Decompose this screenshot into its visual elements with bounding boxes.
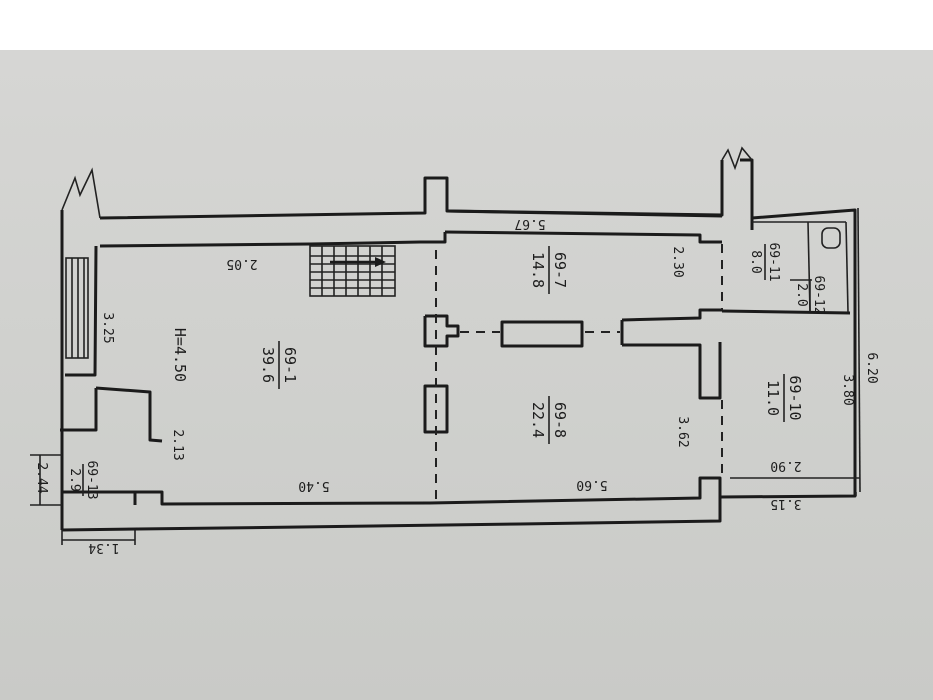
- svg-text:2.13: 2.13: [170, 429, 185, 460]
- room-label-69-1: 69-1 39.6: [259, 341, 299, 389]
- svg-text:3.80: 3.80: [840, 374, 855, 405]
- svg-text:69-10: 69-10: [786, 375, 804, 420]
- svg-text:2.90: 2.90: [770, 458, 801, 473]
- svg-text:3.62: 3.62: [675, 416, 690, 447]
- svg-text:69-12: 69-12: [811, 275, 826, 314]
- svg-text:2.30: 2.30: [670, 246, 685, 277]
- svg-text:5.40: 5.40: [298, 478, 329, 493]
- svg-text:11.0: 11.0: [764, 380, 782, 416]
- height-label: H=4.50: [171, 328, 189, 382]
- svg-text:1.34: 1.34: [88, 540, 119, 555]
- svg-text:H=4.50: H=4.50: [171, 328, 189, 382]
- svg-text:2.0: 2.0: [794, 283, 809, 306]
- room-label-69-13: 69-13 2.9: [67, 460, 99, 499]
- paper-sheet: [0, 50, 933, 700]
- columns: [423, 308, 722, 434]
- svg-text:2.44: 2.44: [34, 462, 49, 493]
- svg-text:69-1: 69-1: [281, 347, 299, 383]
- svg-text:2.9: 2.9: [67, 468, 82, 491]
- svg-text:5.67: 5.67: [514, 216, 545, 231]
- room-label-69-7: 69-7 14.8: [529, 246, 569, 294]
- left-window: [65, 257, 89, 359]
- svg-text:69-13: 69-13: [84, 460, 99, 499]
- svg-text:8.0: 8.0: [748, 250, 763, 273]
- svg-text:39.6: 39.6: [259, 347, 277, 383]
- svg-text:69-8: 69-8: [551, 402, 569, 438]
- room-label-69-8: 69-8 22.4: [529, 396, 569, 444]
- svg-text:2.05: 2.05: [226, 256, 257, 271]
- svg-text:5.60: 5.60: [576, 477, 607, 492]
- outer-walls: [60, 146, 857, 532]
- svg-text:14.8: 14.8: [529, 252, 547, 288]
- dimension-lines: [30, 454, 857, 545]
- svg-text:22.4: 22.4: [529, 402, 547, 438]
- right-rooms: [721, 207, 861, 493]
- staircase: [309, 245, 396, 297]
- svg-text:69-7: 69-7: [551, 252, 569, 288]
- svg-text:6.20: 6.20: [864, 352, 879, 383]
- room-label-69-12: 69-12 2.0: [794, 275, 826, 314]
- svg-text:3.25: 3.25: [100, 312, 115, 343]
- svg-text:3.15: 3.15: [770, 496, 801, 511]
- room-label-69-11: 69-11 8.0: [748, 242, 781, 281]
- axis-lines: [435, 244, 723, 500]
- room-label-69-10: 69-10 11.0: [764, 374, 804, 422]
- dimension-labels: 2.05 3.25 2.13 5.40 5.67 2.30 3.62 5.60 …: [34, 216, 879, 555]
- svg-text:69-11: 69-11: [766, 242, 781, 281]
